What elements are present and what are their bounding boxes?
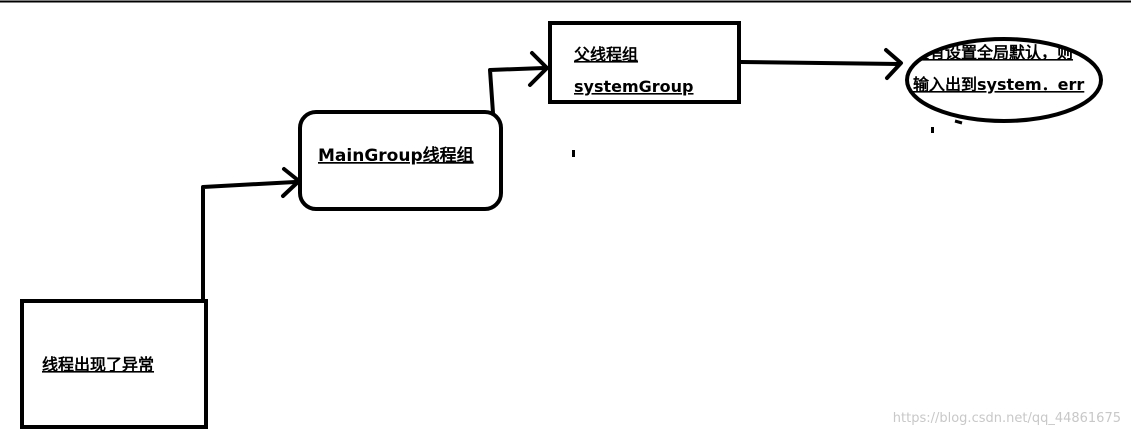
default-output-label-line1: 没有设置全局默认，则 — [913, 43, 1073, 62]
parent-group-label-line2: systemGroup — [574, 77, 694, 96]
parent-group-box — [548, 21, 741, 104]
arrowhead-to-parent — [528, 51, 549, 87]
default-output-label-line2: 输入出到system．err — [913, 75, 1084, 94]
stray-mark — [572, 150, 575, 157]
thread-exception-label: 线程出现了异常 — [42, 355, 154, 374]
default-output-ellipse — [905, 37, 1103, 123]
watermark: https://blog.csdn.net/qq_44861675 — [893, 411, 1121, 426]
stray-mark — [954, 119, 963, 125]
parent-group-label-line1: 父线程组 — [573, 45, 638, 64]
stray-mark — [931, 127, 934, 133]
connector-parent-to-output — [739, 60, 900, 66]
maingroup-box — [298, 110, 503, 211]
connector-maingroup-to-parent — [488, 66, 546, 115]
thread-exception-box — [20, 299, 208, 429]
connector-exception-to-maingroup — [201, 180, 297, 302]
arrowhead-to-output — [884, 48, 903, 80]
maingroup-label: MainGroup线程组 — [318, 145, 474, 166]
